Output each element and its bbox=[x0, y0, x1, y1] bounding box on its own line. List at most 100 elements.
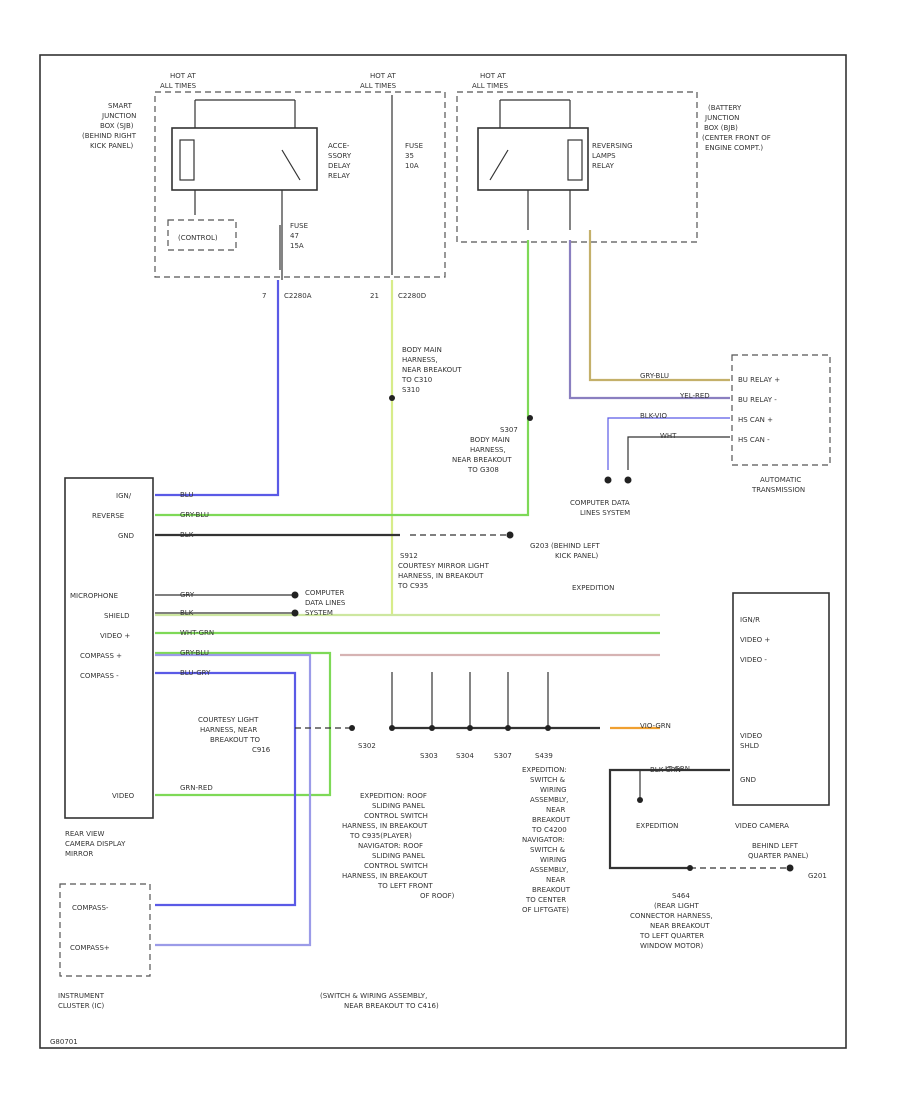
wire-code2-0: GRY-BLU bbox=[640, 372, 669, 380]
acc-relay-2: DELAY bbox=[328, 162, 351, 170]
expedition-bottom: EXPEDITION bbox=[636, 822, 678, 830]
wire-compass-plus bbox=[155, 653, 312, 947]
courtesy-0: COURTESY LIGHT bbox=[198, 716, 259, 724]
sjb-box bbox=[154, 91, 446, 278]
mirror-pin-video2: VIDEO bbox=[112, 792, 135, 800]
rev-relay-0: REVERSING bbox=[592, 142, 633, 150]
wire-compass-minus bbox=[155, 671, 297, 907]
mirror-0: REAR VIEW bbox=[65, 830, 104, 838]
s912-0: S912 bbox=[400, 552, 418, 560]
g203-0: G203 (BEHIND LEFT bbox=[530, 542, 600, 550]
wire-blu-ign bbox=[155, 280, 280, 497]
splice-s303: S303 bbox=[420, 752, 438, 760]
ic-1: CLUSTER (IC) bbox=[58, 1002, 104, 1010]
wire-code2-2: BLK-VIO bbox=[640, 412, 668, 420]
wire-violet bbox=[568, 240, 730, 400]
exp-sw-6: TO C4200 bbox=[531, 826, 567, 834]
wire-gry-brn bbox=[588, 230, 730, 382]
wire-code-5: WHT-GRN bbox=[180, 629, 214, 637]
hot-label-2b: ALL TIMES bbox=[360, 82, 397, 90]
ic-0: INSTRUMENT bbox=[58, 992, 105, 1000]
label-group: HOT AT ALL TIMES HOT AT ALL TIMES HOT AT… bbox=[50, 72, 827, 1046]
diagram-frame bbox=[39, 54, 847, 1049]
mirror-pin-ign: IGN/ bbox=[116, 492, 132, 500]
mirror-pin-mic: MICROPHONE bbox=[70, 592, 118, 600]
sjb-label-0: SMART bbox=[108, 102, 133, 110]
rev-relay-box bbox=[477, 127, 589, 191]
rev-relay-2: RELAY bbox=[592, 162, 615, 170]
ic-pin-compass-minus: COMPASS- bbox=[72, 904, 109, 912]
wire-code-group: BLU GRY-BLU BLK GRY BLK WHT-GRN GRY-BLU … bbox=[180, 372, 710, 792]
sw-wiring-0: (SWITCH & WIRING ASSEMBLY, bbox=[320, 992, 427, 1000]
fuse47-1: 47 bbox=[290, 232, 299, 240]
mirror-pin-compass-minus: COMPASS - bbox=[80, 672, 119, 680]
courtesy-2: BREAKOUT TO bbox=[210, 736, 260, 744]
wire-code2-3: WHT bbox=[660, 432, 677, 440]
transmission-box bbox=[731, 354, 831, 466]
s2-3: NEAR BREAKOUT bbox=[452, 456, 512, 464]
bjb-2: BOX (BJB) bbox=[704, 124, 738, 132]
exp-sw-13: TO CENTER bbox=[525, 896, 566, 904]
comp-data2-1: DATA LINES bbox=[305, 599, 346, 607]
bjb-0: (BATTERY bbox=[708, 104, 742, 112]
trans-1: TRANSMISSION bbox=[751, 486, 805, 494]
s2-2: HARNESS, bbox=[470, 446, 506, 454]
bjb-4: ENGINE COMPT.) bbox=[705, 144, 763, 152]
exp-roof-6: SLIDING PANEL bbox=[372, 852, 425, 860]
acc-relay-box bbox=[171, 127, 318, 191]
relay-lines-1 bbox=[194, 100, 301, 280]
splice-s307: S307 bbox=[494, 752, 512, 760]
exp-roof-1: SLIDING PANEL bbox=[372, 802, 425, 810]
control-box bbox=[167, 219, 237, 251]
c2280d-pin: 21 bbox=[370, 292, 379, 300]
hot-label-1: HOT AT bbox=[170, 72, 197, 80]
wire-code-0: BLU bbox=[180, 491, 193, 499]
exp-sw-14: OF LIFTGATE) bbox=[522, 906, 569, 914]
bjb-1: JUNCTION bbox=[704, 114, 739, 122]
mirror-pin-reverse: REVERSE bbox=[92, 512, 124, 520]
wire-code-8: GRN-RED bbox=[180, 784, 213, 792]
s464-0: S464 bbox=[672, 892, 690, 900]
splice-drops bbox=[391, 672, 549, 728]
cam-pin-ign: IGN/R bbox=[740, 616, 760, 624]
c2280d-label: C2280D bbox=[398, 292, 426, 300]
wire-grn-reverse bbox=[155, 240, 530, 517]
comp-data1-1: LINES SYSTEM bbox=[580, 509, 630, 517]
c2280a-pin: 7 bbox=[262, 292, 266, 300]
fuse35-0: FUSE bbox=[405, 142, 423, 150]
acc-relay-1: SSORY bbox=[328, 152, 352, 160]
comp-data2-2: SYSTEM bbox=[305, 609, 333, 617]
wire-code2-5: BLK-GRN bbox=[650, 766, 681, 774]
exp-sw-3: ASSEMBLY, bbox=[530, 796, 568, 804]
corner-label: G80701 bbox=[50, 1038, 78, 1046]
sw-wiring-1: NEAR BREAKOUT TO C416) bbox=[344, 1002, 439, 1010]
wire-camera-gnd bbox=[608, 768, 730, 870]
splice-s439: S439 bbox=[535, 752, 553, 760]
g201-2: G201 bbox=[808, 872, 827, 880]
sjb-label-4: KICK PANEL) bbox=[90, 142, 133, 150]
wire-code-1: GRY-BLU bbox=[180, 511, 209, 519]
hot-label-3: HOT AT bbox=[480, 72, 507, 80]
s464-2: CONNECTOR HARNESS, bbox=[630, 912, 713, 920]
s464-1: (REAR LIGHT bbox=[654, 902, 700, 910]
ic-pin-compass-plus: COMPASS+ bbox=[70, 944, 110, 952]
g201-1: QUARTER PANEL) bbox=[748, 852, 809, 860]
wire-hs-can-minus bbox=[627, 436, 730, 470]
sjb-label-2: BOX (SJB) bbox=[100, 122, 134, 130]
fuse35-2: 10A bbox=[405, 162, 419, 170]
s2-4: TO G308 bbox=[467, 466, 499, 474]
exp-sw-0: EXPEDITION: bbox=[522, 766, 567, 774]
fuse47-0: FUSE bbox=[290, 222, 308, 230]
hot-label-3b: ALL TIMES bbox=[472, 82, 509, 90]
wire-video-loop bbox=[155, 651, 332, 797]
exp-roof-2: CONTROL SWITCH bbox=[364, 812, 428, 820]
mirror-box bbox=[64, 477, 154, 819]
s2-0: S307 bbox=[500, 426, 518, 434]
bjb-3: (CENTER FRONT OF bbox=[702, 134, 771, 142]
c2280a-label: C2280A bbox=[284, 292, 312, 300]
splice-dots bbox=[291, 395, 794, 872]
exp-sw-1: SWITCH & bbox=[530, 776, 566, 784]
trans-pin-1: BU RELAY - bbox=[738, 396, 777, 404]
mirror-2: MIRROR bbox=[65, 850, 93, 858]
fuse47-2: 15A bbox=[290, 242, 304, 250]
